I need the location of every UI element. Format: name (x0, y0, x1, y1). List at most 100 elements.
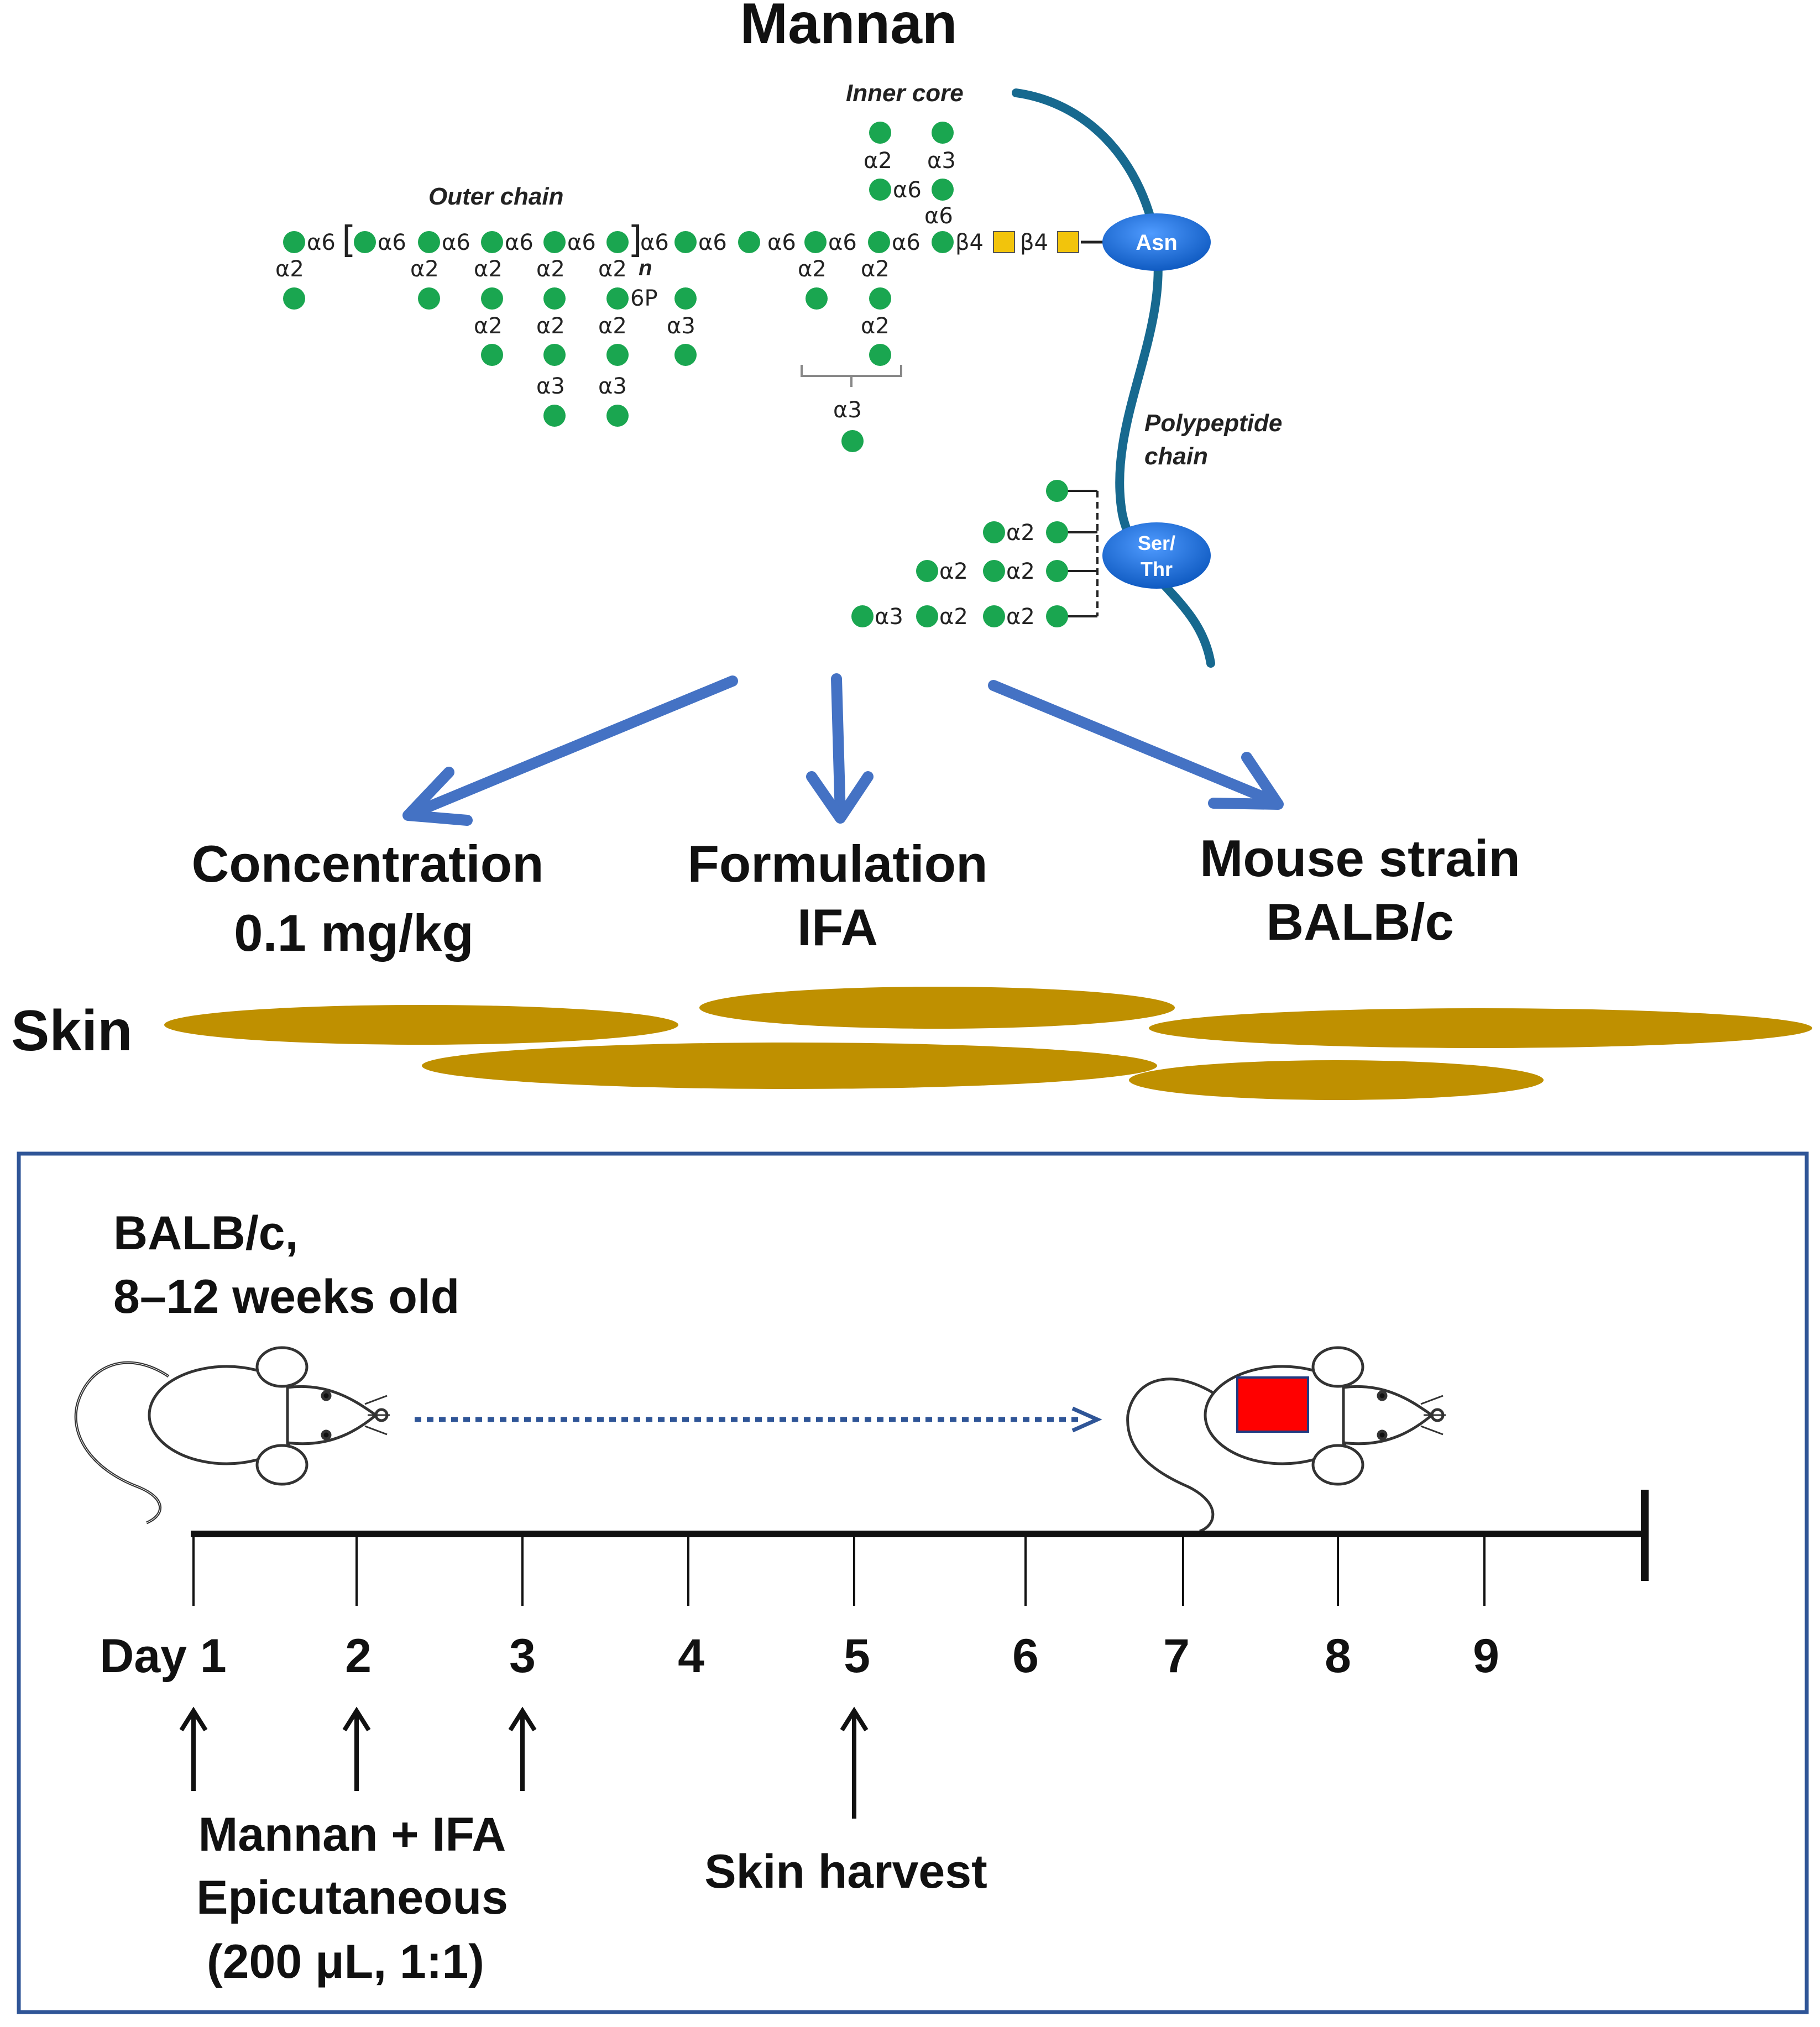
linkage-label: α6 (828, 230, 857, 255)
polypeptide-label: Polypeptide (1144, 410, 1282, 437)
asn-residue (1102, 213, 1211, 271)
linkage-label: α2 (939, 559, 968, 584)
day-label: 7 (1163, 1630, 1190, 1683)
linkage-label: α2 (598, 256, 627, 282)
mannose-residue (283, 287, 305, 310)
factor-strain-title: Mouse strain (1200, 829, 1520, 887)
day-label: 5 (844, 1630, 870, 1683)
linkage-label: α6 (767, 230, 796, 255)
linkage-label: α2 (864, 148, 892, 174)
mannose-residue (851, 605, 874, 627)
mannose-residue (283, 231, 305, 253)
mannose-residue (804, 231, 827, 253)
protocol-box (17, 1151, 1809, 2014)
factor-formulation-title: Formulation (687, 835, 987, 893)
linkage-label: α2 (410, 256, 439, 282)
figure-title: Mannan (740, 0, 958, 56)
linkage-label: α3 (598, 374, 627, 399)
mannose-residue (932, 231, 954, 253)
glcnac-residue (993, 231, 1015, 253)
glcnac-residue (1057, 231, 1079, 253)
linkage-label: α2 (474, 256, 503, 282)
skin-cell (422, 1043, 1157, 1089)
linkage-label: α3 (536, 374, 565, 399)
linkage-label: α2 (1006, 520, 1035, 546)
mannose-residue (543, 405, 566, 427)
phosphate-label: 6P (630, 286, 658, 311)
mannose-residue (481, 287, 503, 310)
linkage-label: α6 (378, 230, 406, 255)
mannose-residue (983, 605, 1005, 627)
day-label: 3 (509, 1630, 536, 1683)
arrow-center (831, 673, 846, 821)
skin-cell (164, 1005, 678, 1045)
arrow-right-head (1208, 752, 1284, 810)
repeat-bracket-close: ] (628, 218, 642, 261)
skin-cell (1149, 1008, 1812, 1048)
day-label: 4 (678, 1630, 704, 1683)
factor-strain-value: BALB/c (1266, 893, 1453, 951)
linkage-label: α2 (598, 313, 627, 339)
mannose-residue (869, 122, 891, 144)
linkage-label: β4 (1020, 230, 1048, 255)
ser-thr-label: Ser/ (1138, 532, 1175, 554)
linkage-label: α6 (567, 230, 596, 255)
mannose-residue (916, 605, 938, 627)
mannose-residue (869, 287, 891, 310)
mannose-residue (543, 231, 566, 253)
mannose-residue (983, 560, 1005, 582)
linkage-label: α6 (924, 203, 953, 229)
mannose-residue (1046, 480, 1068, 502)
linkage-label: α6 (892, 230, 921, 255)
linkage-label: α2 (798, 256, 827, 282)
linkage-label: β4 (955, 230, 984, 255)
linkage-label: α2 (939, 604, 968, 630)
linkage-label: α2 (861, 313, 890, 339)
mannose-residue (932, 122, 954, 144)
treatment-patch (1236, 1376, 1309, 1433)
linkage-label: α3 (667, 313, 695, 339)
dose-label: (200 μL, 1:1) (207, 1935, 484, 1988)
factor-concentration-value: 0.1 mg/kg (234, 904, 474, 962)
skin-cell (1129, 1060, 1544, 1100)
factor-concentration-title: Concentration (191, 835, 543, 893)
polypeptide-label-2: chain (1144, 443, 1208, 470)
mannose-residue (354, 231, 376, 253)
linkage-label: α6 (640, 230, 669, 255)
mouse-untreated (74, 1346, 390, 1525)
day-label: Day 1 (100, 1630, 227, 1683)
outer-chain-label: Outer chain (428, 183, 564, 210)
mannose-residue (869, 344, 891, 366)
inner-core-label: Inner core (846, 80, 964, 107)
skin-cell (699, 987, 1175, 1029)
linkage-label: α2 (536, 313, 565, 339)
mannose-residue (543, 287, 566, 310)
linkage-label: α2 (1006, 604, 1035, 630)
mannose-residue (916, 560, 938, 582)
ser-thr-label-2: Thr (1141, 558, 1173, 580)
day-label: 9 (1473, 1630, 1499, 1683)
mannose-residue (1046, 521, 1068, 543)
mannose-residue (606, 405, 629, 427)
ser-thr-residue (1102, 522, 1211, 589)
mannose-residue (806, 287, 828, 310)
treatment-arrows (179, 1706, 869, 1819)
mannose-residue (418, 287, 440, 310)
asn-label: Asn (1136, 231, 1178, 255)
mannose-residue (869, 179, 891, 201)
linkage-label: α6 (893, 177, 922, 203)
linkage-label: α6 (307, 230, 336, 255)
mannose-residue (606, 344, 629, 366)
linkage-label: α2 (1006, 559, 1035, 584)
day-label: 6 (1012, 1630, 1039, 1683)
mannose-residue (481, 344, 503, 366)
day-label: 2 (345, 1630, 372, 1683)
mannose-residue (868, 231, 890, 253)
mannose-residue (983, 521, 1005, 543)
arrow-right (988, 680, 1280, 807)
linkage-label: α6 (442, 230, 470, 255)
mannose-residue (1046, 605, 1068, 627)
skin-layer (164, 987, 1812, 1100)
mannose-residue (674, 344, 697, 366)
